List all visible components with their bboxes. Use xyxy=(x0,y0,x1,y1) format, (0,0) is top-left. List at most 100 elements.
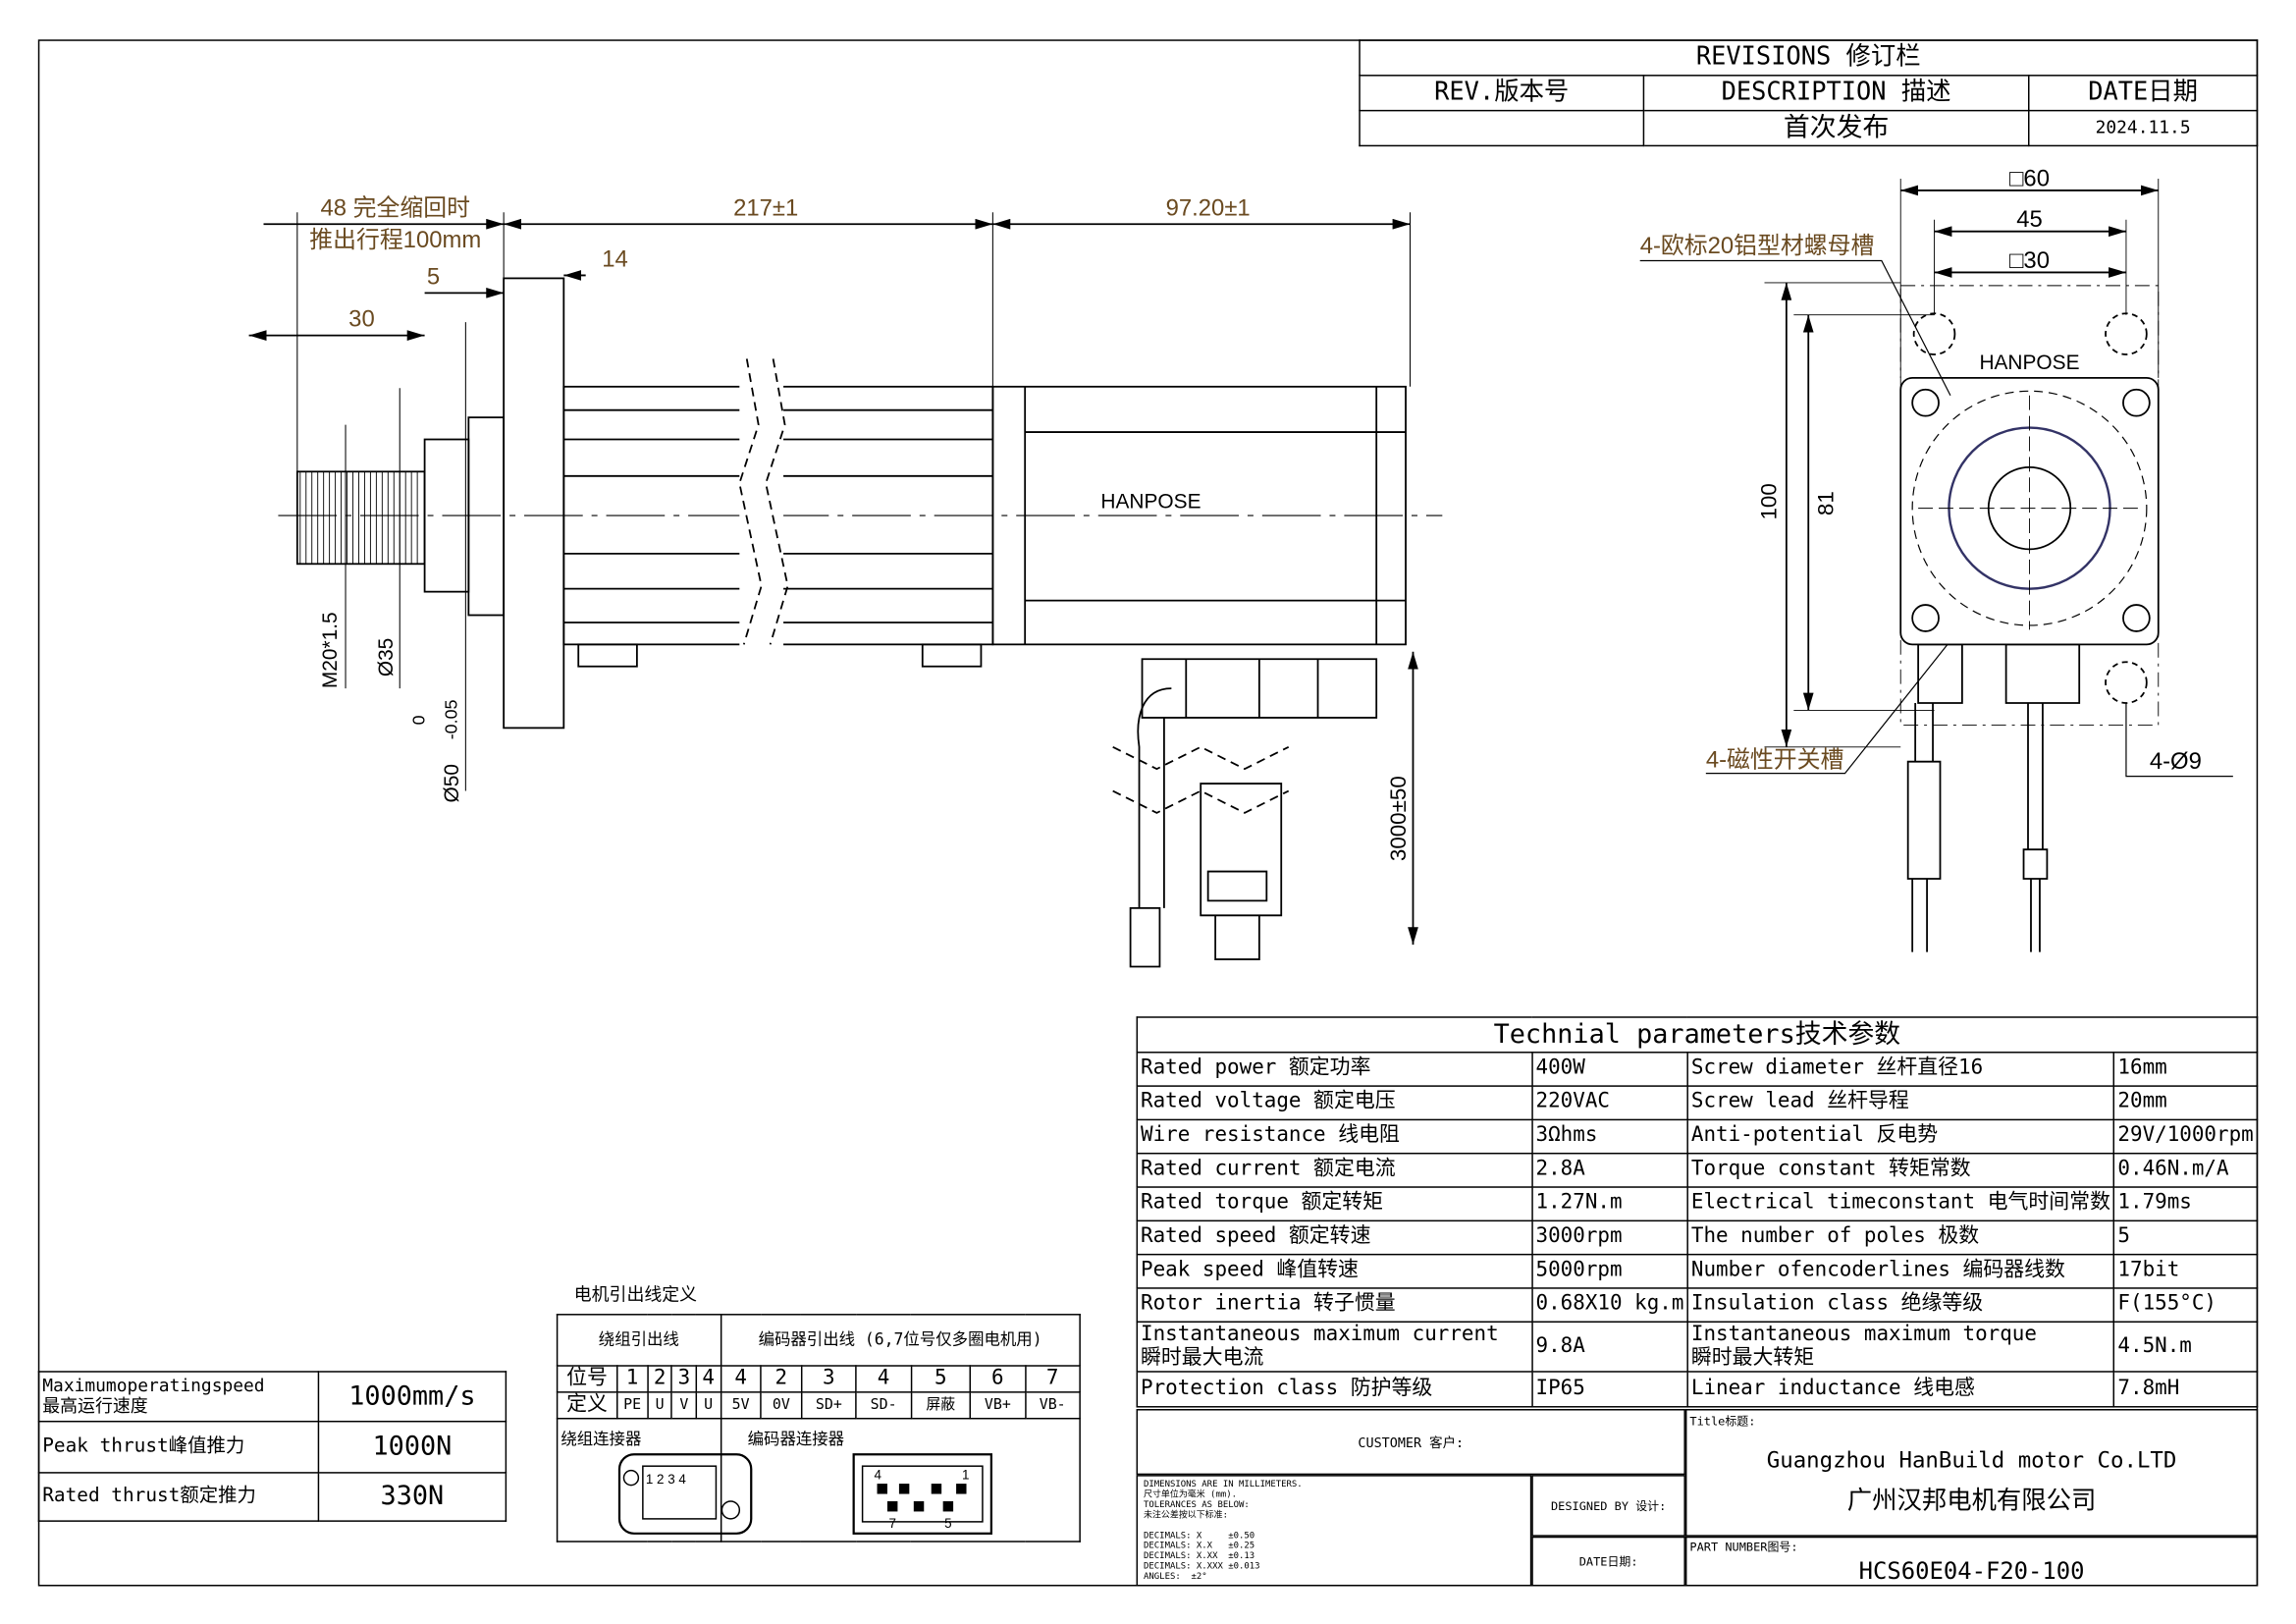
param-label: Electrical timeconstant 电气时间常数 xyxy=(1686,1186,2115,1222)
winding-connector-icon: 1 2 3 4 xyxy=(617,1453,753,1535)
dim-5: 5 xyxy=(427,263,440,290)
col-desc: DESCRIPTION 描述 xyxy=(1642,75,2030,112)
param-value: 7.8mH xyxy=(2112,1371,2259,1408)
pin-position: 4 xyxy=(695,1365,721,1393)
param-label: Linear inductance 线电感 xyxy=(1686,1371,2115,1408)
perf-label: Rated thrust额定推力 xyxy=(37,1472,320,1522)
pin-definition: U xyxy=(695,1391,721,1420)
dim-14: 14 xyxy=(602,245,628,272)
pin-position: 4 xyxy=(855,1365,912,1393)
perf-value: 330N xyxy=(317,1472,507,1522)
pos-label: 位号 xyxy=(556,1365,618,1393)
param-value: 1.79ms xyxy=(2112,1186,2259,1222)
pin-1: 1 xyxy=(961,1468,968,1483)
winding-connector-cell: 绕组连接器 1 2 3 4 xyxy=(556,1417,753,1543)
pin-position: 2 xyxy=(760,1365,803,1393)
side-view-labels: 48 完全缩回时 推出行程100mm 217±1 97.20±1 14 5 30… xyxy=(309,194,1411,861)
dia-35: Ø35 xyxy=(375,638,398,677)
param-label: Anti-potential 反电势 xyxy=(1686,1118,2115,1155)
motor-body xyxy=(991,385,1407,646)
perf-value: 1000N xyxy=(317,1420,507,1474)
col-date: DATE日期 xyxy=(2028,75,2259,112)
tolerance-line: DIMENSIONS ARE IN MILLIMETERS. xyxy=(1144,1479,1303,1490)
param-value: 220VAC xyxy=(1531,1085,1688,1121)
rev-value xyxy=(1359,109,1645,147)
holes-label: 4-Ø9 xyxy=(2150,748,2202,775)
nut-slot-label: 4-欧标20铝型材螺母槽 xyxy=(1640,233,1875,259)
stroke-note: 推出行程100mm xyxy=(309,227,481,253)
tol-lower: -0.05 xyxy=(441,699,460,739)
title-label: Title标题: xyxy=(1689,1414,1756,1429)
pin-position: 2 xyxy=(647,1365,673,1393)
param-value: 5 xyxy=(2112,1219,2259,1256)
param-label: Rated torque 额定转矩 xyxy=(1136,1186,1533,1222)
param-label: Screw diameter 丝杆直径16 xyxy=(1686,1052,2115,1087)
pin-definition: U xyxy=(647,1391,673,1420)
param-value: 2.8A xyxy=(1531,1152,1688,1188)
part-number: HCS60E04-F20-100 xyxy=(1858,1556,2085,1586)
part-number-field: PART NUMBER图号: HCS60E04-F20-100 xyxy=(1684,1536,2259,1587)
brand-label-front: HANPOSE xyxy=(1979,352,2079,374)
dia-50: Ø50 xyxy=(441,764,463,802)
company-cn: 广州汉邦电机有限公司 xyxy=(1846,1487,2097,1516)
dim-97: 97.20±1 xyxy=(1166,194,1251,221)
param-value: 9.8A xyxy=(1531,1321,1688,1373)
param-label: Rated speed 额定转速 xyxy=(1136,1219,1533,1256)
pin-position: 3 xyxy=(670,1365,698,1393)
param-label: Screw lead 丝杆导程 xyxy=(1686,1085,2115,1121)
dim-100: 100 xyxy=(1756,483,1781,519)
encoder-header: 编码器引出线 (6,7位号仅多圈电机用) xyxy=(720,1314,1081,1367)
param-value: 3Ωhms xyxy=(1531,1118,1688,1155)
param-value: 17bit xyxy=(2112,1253,2259,1289)
designed-by-field: DESIGNED BY 设计: xyxy=(1531,1475,1685,1537)
pin-definition: VB+ xyxy=(969,1391,1026,1420)
param-label: Number ofencoderlines 编码器线数 xyxy=(1686,1253,2115,1289)
tolerance-line: DECIMALS: X.XX ±0.13 xyxy=(1144,1550,1255,1562)
param-value: 5000rpm xyxy=(1531,1253,1688,1289)
side-view xyxy=(248,212,1443,968)
dim-sq60: □60 xyxy=(2009,165,2050,191)
wiring-title: 电机引出线定义 xyxy=(573,1284,698,1306)
winding-pin-numbers: 1 2 3 4 xyxy=(646,1472,687,1487)
company-en: Guangzhou HanBuild motor Co.LTD xyxy=(1766,1446,2177,1474)
tolerance-line: 未注公差按以下标准: xyxy=(1144,1509,1228,1521)
rev-desc: 首次发布 xyxy=(1642,109,2030,147)
tolerance-line: DECIMALS: X.X ±0.25 xyxy=(1144,1541,1255,1551)
perf-value: 1000mm/s xyxy=(317,1371,507,1423)
switch-slot-label: 4-磁性开关槽 xyxy=(1706,747,1844,774)
pin-definition: 5V xyxy=(720,1391,762,1420)
param-value: 400W xyxy=(1531,1052,1688,1087)
param-label: Peak speed 峰值转速 xyxy=(1136,1253,1533,1289)
pin-4: 4 xyxy=(874,1468,881,1483)
cable-length: 3000±50 xyxy=(1386,776,1411,861)
pin-position: 3 xyxy=(800,1365,857,1393)
front-view xyxy=(1639,178,2233,952)
param-label: The number of poles 极数 xyxy=(1686,1219,2115,1256)
brand-label: HANPOSE xyxy=(1100,491,1201,514)
tol-upper: 0 xyxy=(409,715,429,725)
thread-spec: M20*1.5 xyxy=(319,612,342,688)
retract-note: 48 完全缩回时 xyxy=(321,194,470,221)
tolerance-line: 尺寸单位为毫米 (mm). xyxy=(1144,1489,1238,1500)
pin-definition: SD+ xyxy=(800,1391,857,1420)
tolerance-line: ANGLES: ±2° xyxy=(1144,1571,1207,1583)
front-view-labels: □60 45 □30 4-欧标20铝型材螺母槽 HANPOSE 100 81 4… xyxy=(1640,165,2202,775)
dim-45: 45 xyxy=(2016,206,2043,233)
perf-label: Peak thrust峰值推力 xyxy=(37,1420,320,1474)
dim-30: 30 xyxy=(348,306,375,333)
tolerance-line xyxy=(1144,1520,1524,1530)
pin-position: 5 xyxy=(910,1365,972,1393)
param-label: Rotor inertia 转子惯量 xyxy=(1136,1287,1533,1324)
param-value: 20mm xyxy=(2112,1085,2259,1121)
